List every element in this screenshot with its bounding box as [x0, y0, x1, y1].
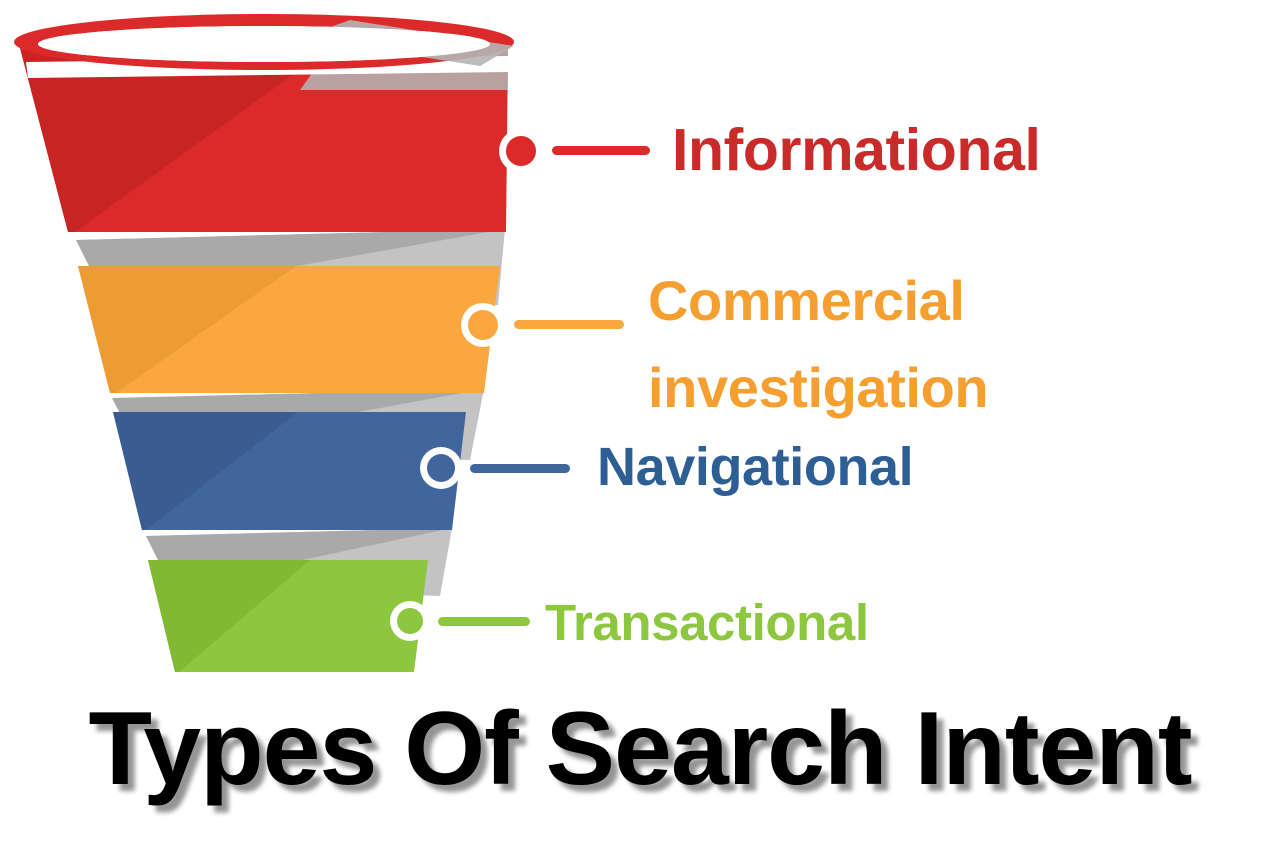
funnel-label-commercial: Commercial investigation	[648, 258, 989, 432]
page-title: Types Of Search Intent	[88, 691, 1192, 807]
marker-commercial[interactable]	[461, 303, 624, 347]
funnel-label-informational: Informational	[672, 117, 1041, 183]
funnel-label-transactional: Transactional	[545, 594, 869, 651]
funnel-layer-commercial	[78, 266, 500, 393]
funnel-layer-navigational	[113, 412, 466, 530]
funnel-label-commercial-line2: investigation	[648, 355, 989, 419]
funnel-label-commercial-line1: Commercial	[648, 269, 965, 332]
marker-informational[interactable]	[499, 129, 650, 173]
funnel-rim	[14, 14, 514, 70]
marker-navigational[interactable]	[420, 447, 570, 489]
funnel-label-navigational: Navigational	[597, 437, 914, 497]
funnel-layer-transactional	[148, 560, 428, 672]
marker-transactional[interactable]	[390, 601, 530, 641]
funnel-layer-informational	[20, 48, 508, 232]
